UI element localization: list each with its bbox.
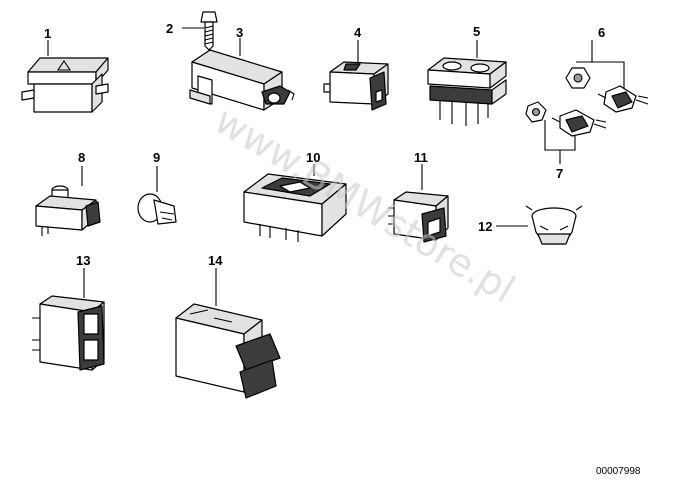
part-10-switch-module[interactable] [243,164,347,242]
part-label-6: 6 [598,25,605,40]
part-label-2: 2 [166,21,173,36]
part-label-8: 8 [78,150,85,165]
part-7-sensor[interactable] [525,101,607,164]
part-label-14: 14 [208,253,223,268]
part-3-control-unit[interactable] [189,38,295,111]
part-label-13: 13 [76,253,90,268]
part-label-5: 5 [473,24,480,39]
part-label-4: 4 [354,25,362,40]
hazard-triangle-icon [56,60,72,71]
part-label-7: 7 [556,166,563,181]
part-8-push-switch[interactable] [35,166,101,236]
part-4-rocker-switch[interactable] [323,40,389,111]
part-11-rocker-switch[interactable] [388,164,449,243]
reference-code: 00007998 [596,466,641,477]
part-5-dual-switch[interactable] [427,40,507,126]
part-label-10: 10 [306,150,320,165]
part-label-11: 11 [414,150,428,165]
part-14-window-switch[interactable] [175,268,281,399]
part-1-hazard-switch[interactable] [21,40,109,113]
part-label-9: 9 [153,150,160,165]
part-9-clip[interactable] [137,166,177,225]
part-6-sensor[interactable] [565,40,649,113]
part-2-bolt[interactable] [182,11,218,51]
part-label-1: 1 [44,26,51,41]
part-label-12: 12 [478,219,492,234]
part-label-3: 3 [236,25,243,40]
part-13-dual-switch[interactable] [32,268,105,371]
part-12-grommet[interactable] [496,205,583,245]
